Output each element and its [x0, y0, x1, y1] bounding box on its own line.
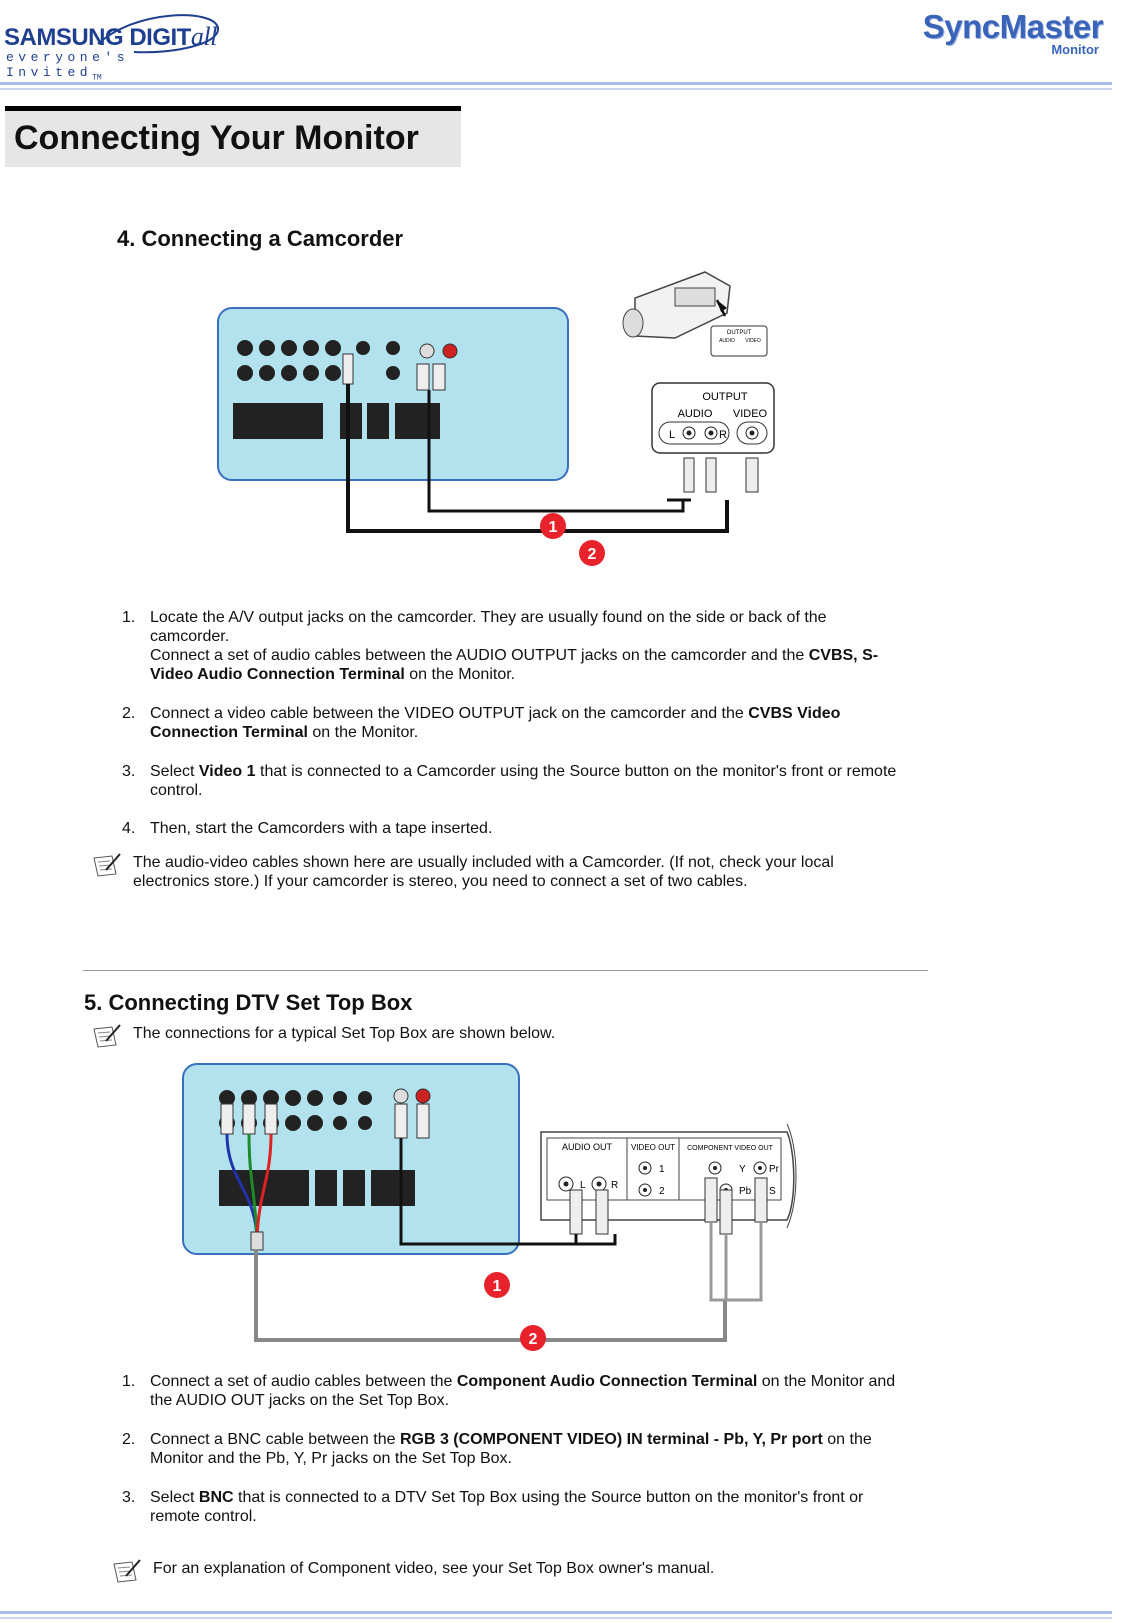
- output-label: OUTPUT: [702, 391, 748, 403]
- brand-all: all: [190, 22, 217, 51]
- step-camcorder-4: 4. Then, start the Camcorders with a tap…: [122, 820, 493, 837]
- page-title-box: Connecting Your Monitor: [5, 106, 461, 167]
- mini-video-label: VIDEO: [745, 338, 761, 344]
- camcorder-icon: [622, 271, 731, 339]
- video-label: VIDEO: [733, 408, 768, 420]
- header-rule-2: [0, 88, 1112, 90]
- bnc-cable: [254, 1250, 727, 1342]
- marker-2: [579, 540, 605, 566]
- step-camcorder-2: 2. Connect a video cable between the VID…: [122, 705, 841, 741]
- svg-text:1: 1: [549, 519, 558, 536]
- component-cable: [709, 1222, 763, 1302]
- audio-cable: [399, 1138, 617, 1246]
- section-heading-camcorder: 4. Connecting a Camcorder: [117, 226, 404, 251]
- monitor-video-plug: [342, 353, 354, 385]
- audio-cable: [427, 390, 685, 513]
- video-terminal-label-2: [343, 1170, 365, 1206]
- header-rule: [0, 82, 1112, 85]
- note-icon: [113, 1559, 141, 1583]
- component-audio-label: [395, 403, 440, 439]
- camcorder-diagram: OUTPUT AUDIO VIDEO OUTPUT AUDIO VIDEO L …: [217, 271, 775, 566]
- component-audio-label: [371, 1170, 415, 1206]
- video-2-label: 2: [659, 1186, 665, 1197]
- bnc-cable-bundle: [250, 1231, 264, 1251]
- section-heading-settopbox: 5. Connecting DTV Set Top Box: [84, 990, 413, 1015]
- marker-1: [540, 513, 566, 539]
- monitor-audio-plug-l: [416, 363, 430, 391]
- camcorder-output-mini: [710, 325, 768, 357]
- video-1-label: 1: [659, 1164, 665, 1175]
- rgb-jacks: [237, 340, 400, 381]
- video-out-label: VIDEO OUT: [631, 1143, 675, 1152]
- pb-label: Pb: [739, 1186, 752, 1197]
- monitor-audio-plug-r: [432, 363, 446, 391]
- audio-jack-l: [393, 1088, 409, 1104]
- video-cable: [346, 384, 729, 533]
- audio-jack-r: [415, 1088, 431, 1104]
- step-settopbox-1: 1. Connect a set of audio cables between…: [122, 1373, 896, 1409]
- step-camcorder-3: 3. Select Video 1 that is connected to a…: [122, 763, 897, 799]
- audio-jacks: [419, 343, 458, 359]
- marker-2: [520, 1325, 546, 1351]
- step-camcorder-1: 1. Locate the A/V output jacks on the ca…: [122, 609, 879, 683]
- video-terminal-label-2: [367, 403, 389, 439]
- svg-text:1: 1: [493, 1278, 502, 1295]
- camcorder-plugs: [683, 457, 759, 493]
- brand-name: SAMSUNG DIGIT: [4, 24, 191, 51]
- marker-1: [484, 1272, 510, 1298]
- settopbox-diagram: AUDIO OUT VIDEO OUT COMPONENT VIDEO OUT …: [182, 1063, 797, 1351]
- footer-rule-2: [0, 1617, 1112, 1619]
- page-title: Connecting Your Monitor: [14, 119, 419, 157]
- mini-audio-label: AUDIO: [719, 338, 735, 344]
- product-logo-text: SyncMaster: [922, 8, 1104, 45]
- stb-plugs: [569, 1177, 768, 1235]
- step-settopbox-2: 2. Connect a BNC cable between the RGB 3…: [122, 1431, 872, 1467]
- s-label: S: [769, 1186, 776, 1197]
- footer-rule: [0, 1611, 1112, 1614]
- rgb3-terminal-label: [233, 403, 323, 439]
- camcorder-note: The audio-video cables shown here are us…: [133, 854, 834, 890]
- note-icon: [93, 853, 121, 877]
- svg-text:2: 2: [529, 1331, 538, 1348]
- audio-out-label: AUDIO OUT: [562, 1142, 613, 1152]
- pr-cable: [255, 1133, 273, 1239]
- swoosh-icon: [97, 14, 219, 54]
- svg-text:2: 2: [588, 546, 597, 563]
- y-cable: [247, 1133, 259, 1239]
- r-label: R: [611, 1180, 618, 1191]
- video-terminal-label-1: [340, 403, 362, 439]
- y-label: Y: [739, 1164, 746, 1175]
- product-logo-sub: Monitor: [1051, 42, 1099, 57]
- section-separator: [83, 970, 928, 971]
- syncmaster-logo: SyncMaster Monitor: [893, 8, 1104, 57]
- note-icon: [93, 1024, 121, 1048]
- audio-label: AUDIO: [678, 408, 713, 420]
- brand-tm: TM: [92, 73, 102, 83]
- step-settopbox-3: 3. Select BNC that is connected to a DTV…: [122, 1489, 864, 1525]
- audio-out-panel: [546, 1137, 628, 1201]
- monitor-rear-panel: [182, 1063, 520, 1255]
- brand-tagline: everyone's Invited: [6, 50, 130, 80]
- pr-label: Pr: [769, 1164, 780, 1175]
- settopbox-note-top: The connections for a typical Set Top Bo…: [133, 1025, 556, 1042]
- l-label: L: [669, 429, 675, 441]
- l-label: L: [580, 1180, 586, 1191]
- monitor-rear-panel: [217, 307, 569, 481]
- video-terminal-label-1: [315, 1170, 337, 1206]
- bnc-plugs: [220, 1103, 430, 1139]
- component-video-out-label: COMPONENT VIDEO OUT: [687, 1145, 774, 1152]
- settopbox-note-bottom: For an explanation of Component video, s…: [153, 1560, 715, 1577]
- mini-output-label: OUTPUT: [727, 330, 752, 336]
- r-label: R: [719, 429, 727, 441]
- samsung-logo: SAMSUNG DIGITall everyone's InvitedTM: [4, 14, 224, 83]
